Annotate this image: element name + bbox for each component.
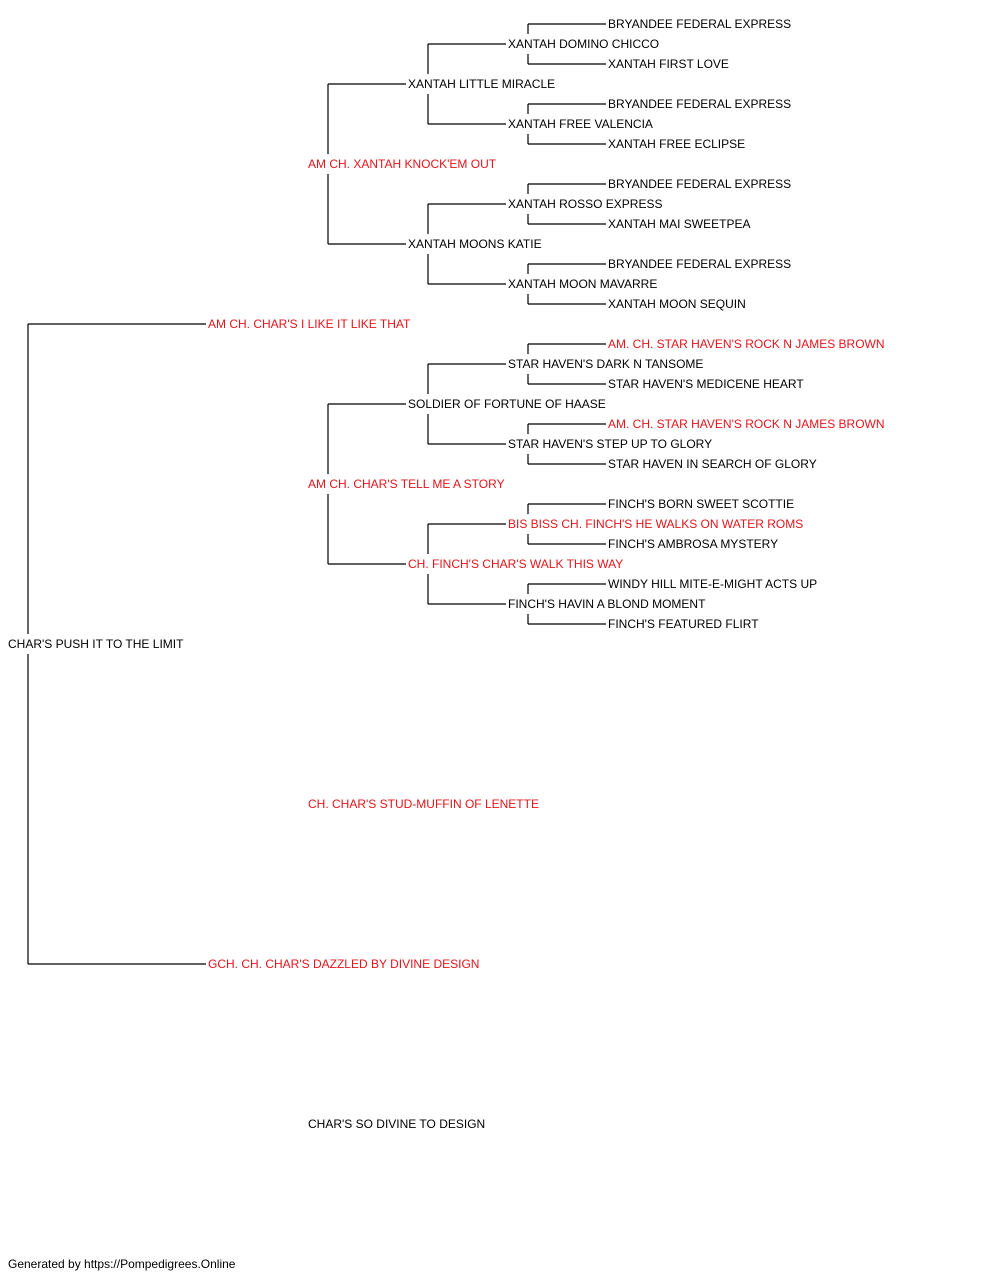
dog-name-ssdsd: XANTAH MAI SWEETPEA [608, 217, 751, 231]
dog-name-sss: XANTAH LITTLE MIRACLE [408, 77, 556, 91]
dog-name-ss: AM CH. XANTAH KNOCK'EM OUT [308, 157, 497, 171]
dog-name-sdsd: STAR HAVEN'S STEP UP TO GLORY [508, 437, 713, 451]
dog-name-sdddd: FINCH'S FEATURED FLIRT [608, 617, 759, 631]
dog-name-sddsd: FINCH'S AMBROSA MYSTERY [608, 537, 779, 551]
footer-credit: Generated by https://Pompedigrees.Online [8, 1257, 236, 1271]
dog-name-sdds: BIS BISS CH. FINCH'S HE WALKS ON WATER R… [508, 517, 804, 531]
dog-name-sds: SOLDIER OF FORTUNE OF HAASE [408, 397, 606, 411]
dog-name-ssssd: XANTAH FIRST LOVE [608, 57, 729, 71]
dog-name-sdd: CH. FINCH'S CHAR'S WALK THIS WAY [408, 557, 624, 571]
dog-name-root: CHAR'S PUSH IT TO THE LIMIT [8, 637, 184, 651]
dog-name-sdssd: STAR HAVEN'S MEDICENE HEART [608, 377, 804, 391]
dog-name-ssd: XANTAH MOONS KATIE [408, 237, 542, 251]
dog-name-sddds: WINDY HILL MITE-E-MIGHT ACTS UP [608, 577, 818, 591]
dog-name-ds: CH. CHAR'S STUD-MUFFIN OF LENETTE [308, 797, 539, 811]
dog-name-ssss: XANTAH DOMINO CHICCO [508, 37, 660, 51]
dog-name-ssdds: BRYANDEE FEDERAL EXPRESS [608, 257, 792, 271]
dog-name-ssddd: XANTAH MOON SEQUIN [608, 297, 746, 311]
dog-name-sdsdd: STAR HAVEN IN SEARCH OF GLORY [608, 457, 817, 471]
dog-name-ssds: XANTAH ROSSO EXPRESS [508, 197, 663, 211]
dog-name-sdsss: AM. CH. STAR HAVEN'S ROCK N JAMES BROWN [608, 337, 885, 351]
dog-name-sssd: XANTAH FREE VALENCIA [508, 117, 653, 131]
dog-name-ssdss: BRYANDEE FEDERAL EXPRESS [608, 177, 792, 191]
dog-name-dd: CHAR'S SO DIVINE TO DESIGN [308, 1117, 486, 1131]
dog-name-sddss: FINCH'S BORN SWEET SCOTTIE [608, 497, 795, 511]
dog-name-sdsds: AM. CH. STAR HAVEN'S ROCK N JAMES BROWN [608, 417, 885, 431]
dog-name-sssdd: XANTAH FREE ECLIPSE [608, 137, 746, 151]
dog-name-sssss: BRYANDEE FEDERAL EXPRESS [608, 17, 792, 31]
dog-name-ssdd: XANTAH MOON MAVARRE [508, 277, 658, 291]
dog-name-sddd: FINCH'S HAVIN A BLOND MOMENT [508, 597, 706, 611]
dog-name-dam: GCH. CH. CHAR'S DAZZLED BY DIVINE DESIGN [208, 957, 480, 971]
dog-name-sd: AM CH. CHAR'S TELL ME A STORY [308, 477, 505, 491]
dog-name-sssds: BRYANDEE FEDERAL EXPRESS [608, 97, 792, 111]
dog-name-sdss: STAR HAVEN'S DARK N TANSOME [508, 357, 704, 371]
dog-name-sire: AM CH. CHAR'S I LIKE IT LIKE THAT [208, 317, 411, 331]
